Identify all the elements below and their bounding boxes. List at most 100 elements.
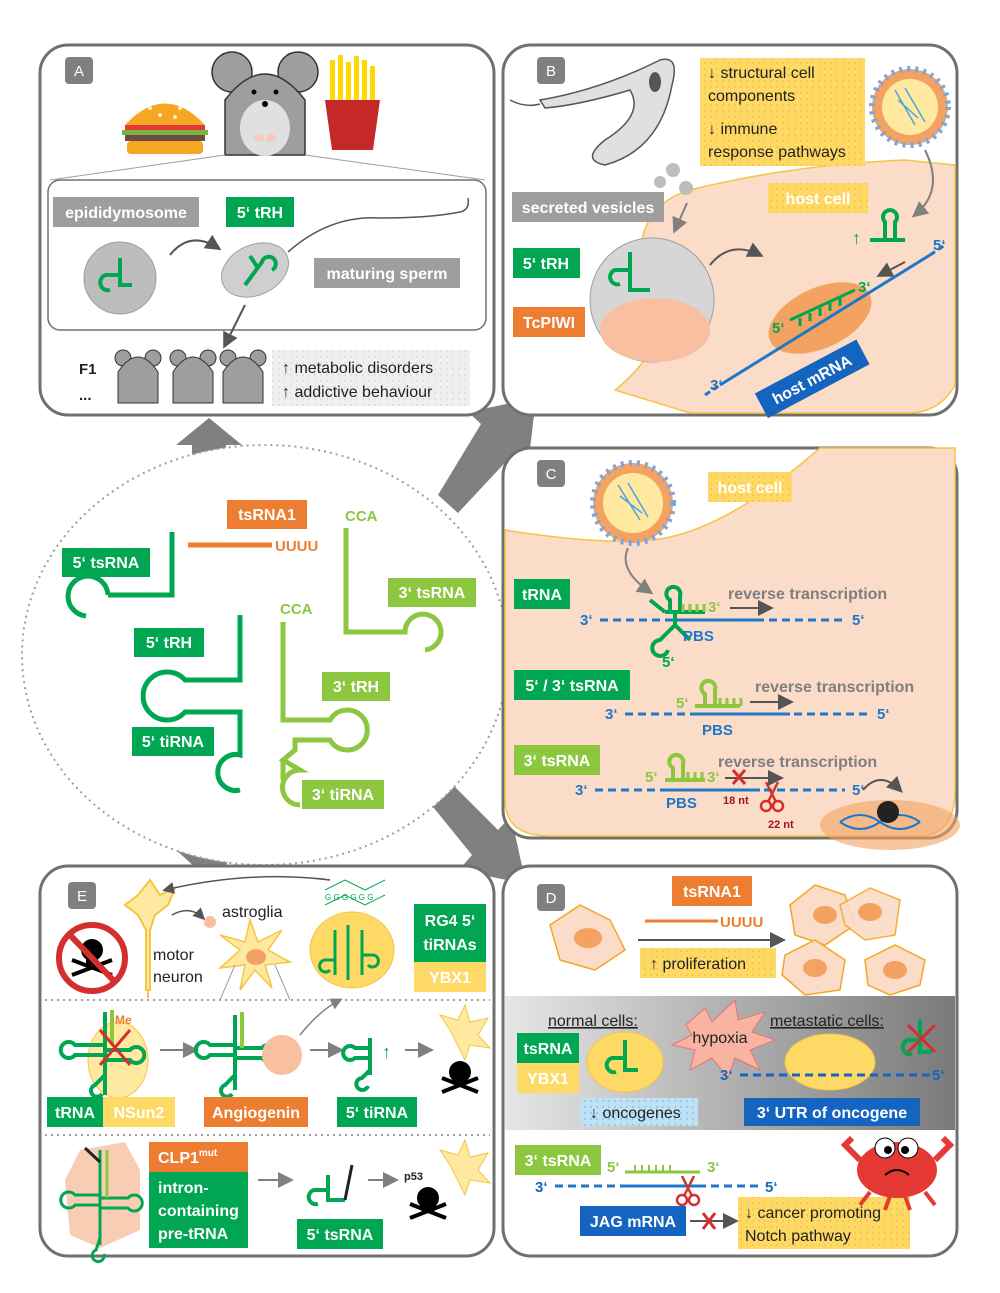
vesicle-rna [98, 258, 132, 293]
tirna3-label: 3‘ tiRNA [312, 787, 375, 804]
d-bot-5prime-b: 5‘ [765, 1179, 778, 1196]
tsrna5-label-box [62, 548, 150, 577]
ybx1-d-label-box [517, 1063, 579, 1093]
tsrna5-e-label: 5‘ tsRNA [307, 1227, 374, 1244]
arrow-to-D [425, 777, 526, 884]
b-3prime-a: 3‘ [858, 279, 871, 296]
methyl-label: Me [115, 1013, 132, 1027]
trh3-strand [278, 622, 370, 808]
panel-c: C host cell tRNA 3‘ 5‘ 3‘ 5‘ PBS reverse… [501, 446, 960, 850]
d-mid-3prime: 3‘ [720, 1067, 733, 1084]
scissors-icon-c [759, 781, 785, 813]
angiogenin-icon [262, 1035, 302, 1075]
host-factor-icon [877, 801, 899, 823]
trh5-label: 5‘ tRH [146, 635, 192, 652]
tirna5-e-label-box [337, 1097, 417, 1127]
hypoxia-label: hypoxia [692, 1030, 747, 1047]
trh5-b-label: 5‘ tRH [523, 256, 569, 273]
c-row3-5prime-b: 5‘ [852, 782, 865, 799]
tsrna-d-label: tsRNA [524, 1041, 573, 1058]
trna-e-label-box [47, 1097, 103, 1127]
maturing-sperm-label: maturing sperm [327, 266, 448, 283]
tirna-up-arrow: ↑ [382, 1042, 391, 1062]
tsrna1-d-label-box [672, 876, 752, 906]
pbs3: PBS [666, 795, 697, 812]
ybx1-granule [309, 911, 395, 989]
d-bot-5prime: 5‘ [607, 1159, 620, 1176]
rg4-label-line2: tiRNAs [423, 937, 476, 954]
trna-c-label-box [514, 579, 570, 609]
panel-d: D tsRNA1 UUUU ↑ proliferation normal cel… [501, 864, 959, 1258]
tsrna5-e-label-box [297, 1219, 383, 1249]
neuron-death-icon-2 [409, 1138, 492, 1220]
tsrna3-label: 3‘ tsRNA [399, 585, 466, 602]
epididymosome-label-box [53, 197, 199, 227]
motor-neuron-icon [123, 878, 177, 998]
cca-label-2: CCA [280, 601, 313, 618]
clp1-label-box [149, 1142, 248, 1172]
down-components: components [708, 88, 795, 105]
trna-cleaved [193, 1015, 279, 1099]
tsrna53-label-box [514, 670, 630, 700]
rt-label-2: reverse transcription [755, 679, 914, 696]
c-row3-3prime-b: 3‘ [707, 769, 720, 786]
tsrna1-label-box [227, 500, 307, 529]
trna-e [58, 1012, 147, 1099]
virus-to-cell-arrow [911, 149, 934, 218]
neuron-label: neuron [153, 969, 203, 986]
clp1-label: CLP1mut [158, 1148, 218, 1167]
panel-b-letter-box [537, 57, 565, 84]
tsrna5-label: 5‘ tsRNA [73, 555, 140, 572]
panel-a-letter: A [74, 63, 84, 80]
nsun2-label: NSun2 [114, 1105, 165, 1122]
down-effects-box [700, 58, 865, 166]
normal-cells-label: normal cells: [548, 1013, 638, 1030]
panel-b: B ↓ structural cell components ↓ immune … [501, 43, 959, 419]
trna-structure [648, 584, 705, 658]
sperm-tail [287, 197, 470, 253]
intron-line2: containing [158, 1203, 239, 1220]
cancer-cells-d [549, 884, 926, 996]
epididymosome-label: epididymosome [65, 205, 187, 222]
tsrna3-strand [343, 528, 444, 653]
trh3-label: 3‘ tRH [333, 679, 379, 696]
tcpiwi-label-box [513, 307, 585, 337]
scissors-icon-d [675, 1175, 701, 1207]
tsrna3-d-label: 3‘ tsRNA [525, 1153, 592, 1170]
tsrna3-d-label-box [515, 1145, 601, 1175]
virus-icon-c [590, 460, 676, 546]
rg4-label-box [414, 904, 486, 962]
trh5-b-label-box [513, 248, 580, 278]
prohibition-icon [56, 922, 128, 994]
d-mid-5prime: 5‘ [932, 1067, 945, 1084]
metastatic-cells-label: metastatic cells: [770, 1013, 884, 1030]
tsrna3-label-box [388, 578, 476, 607]
tsrna-row3 [665, 752, 705, 782]
b-5prime-a: 5‘ [772, 320, 785, 337]
nt-18: 18 nt [723, 795, 749, 807]
angiogenin-label-box [204, 1097, 308, 1127]
c-row1-3prime-b: 3‘ [708, 599, 721, 616]
vesicle-to-sperm-arrow [169, 234, 222, 256]
f1-label: F1 [79, 361, 97, 378]
panel-e-letter-box [68, 882, 96, 909]
free-trh [870, 208, 905, 242]
sperm-to-f1-arrow [223, 304, 246, 349]
tsrna3-c-label: 3‘ tsRNA [524, 753, 591, 770]
panel-e-letter: E [77, 888, 87, 905]
b-3prime-b: 3‘ [710, 377, 723, 394]
panel-d-letter: D [546, 890, 557, 907]
panel-d-letter-box [537, 884, 565, 911]
panel-b-letter: B [546, 63, 556, 80]
ybx1-e-label-box [414, 962, 486, 992]
effect-addictive: ↑ addictive behaviour [282, 384, 433, 401]
rt-label-1: reverse transcription [728, 586, 887, 603]
cca-label-1: CCA [345, 508, 378, 525]
pbs1: PBS [683, 628, 714, 645]
notch-line2: Notch pathway [745, 1228, 851, 1245]
trh5-label-box [134, 628, 204, 657]
tirna5-e-label: 5‘ tiRNA [346, 1105, 409, 1122]
utr-label: 3‘ UTR of oncogene [757, 1105, 907, 1122]
host-cell-c-label-box [708, 472, 792, 502]
host-mrna-strand [719, 253, 931, 387]
